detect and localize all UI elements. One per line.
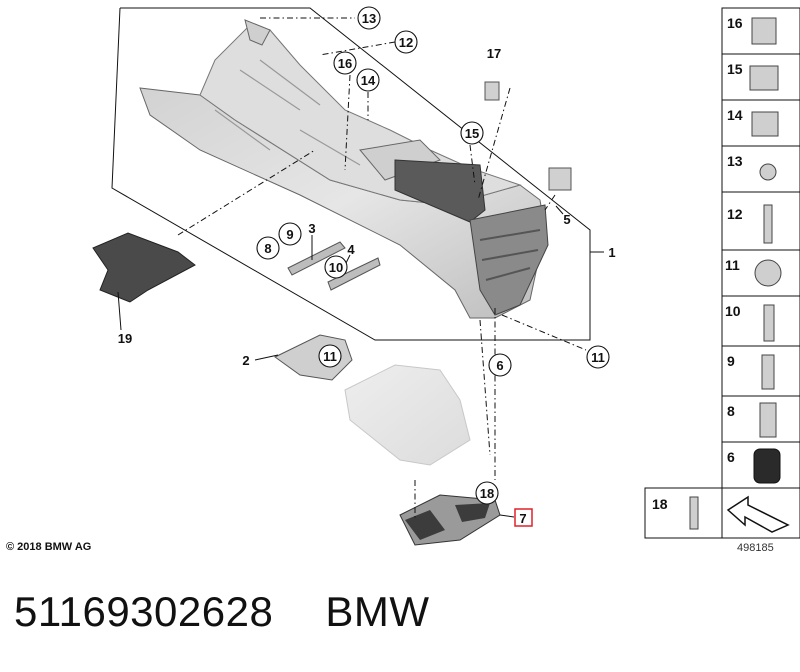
legend-item-13: 13 <box>721 145 800 193</box>
callout-10: 10 <box>324 255 348 279</box>
callout-16: 16 <box>333 51 357 75</box>
brackets-3-4-illustration <box>287 241 381 291</box>
svg-text:12: 12 <box>727 206 743 222</box>
clip-nut-icon <box>751 17 777 45</box>
footer-caption: 51169302628 BMW <box>14 588 429 636</box>
part-17-clip-illustration <box>484 81 500 101</box>
svg-text:14: 14 <box>727 107 743 123</box>
svg-text:6: 6 <box>727 449 735 465</box>
legend-item-9: 9 <box>721 345 800 397</box>
callout-12: 12 <box>394 30 418 54</box>
screw-icon <box>689 496 699 530</box>
callout-9: 9 <box>278 222 302 246</box>
legend-item-6: 6 <box>721 441 800 489</box>
svg-text:1: 1 <box>608 245 615 260</box>
assembly-frame <box>111 7 591 341</box>
svg-text:4: 4 <box>347 242 355 257</box>
svg-text:10: 10 <box>329 260 343 275</box>
svg-text:15: 15 <box>727 61 743 77</box>
legend-item-8: 8 <box>721 395 800 443</box>
legend-item-11: 11 <box>721 249 800 297</box>
legend-item-14: 14 <box>721 99 800 147</box>
screw-icon <box>759 163 777 181</box>
svg-text:11: 11 <box>725 257 740 273</box>
part-7-bracket-illustration <box>399 494 501 546</box>
legend-item-10: 10 <box>721 295 800 347</box>
callout-7-highlighted: 7 <box>514 508 533 527</box>
callout-17: 17 <box>487 46 501 61</box>
callout-5: 5 <box>563 212 570 227</box>
svg-text:16: 16 <box>727 15 743 31</box>
screw-icon <box>763 204 773 244</box>
callout-19: 19 <box>118 331 132 346</box>
svg-text:2: 2 <box>242 353 249 368</box>
hex-nut-icon <box>754 259 782 287</box>
callout-6: 6 <box>488 353 512 377</box>
direction-arrow-icon <box>726 495 790 533</box>
svg-text:13: 13 <box>362 11 376 26</box>
svg-text:18: 18 <box>480 486 494 501</box>
callout-11-upper: 11 <box>586 345 610 369</box>
leader-lines <box>117 17 604 520</box>
svg-text:19: 19 <box>118 331 132 346</box>
svg-text:14: 14 <box>361 73 376 88</box>
copyright-notice: © 2018 BMW AG <box>6 541 92 553</box>
callout-1: 1 <box>608 245 615 260</box>
rubber-bushing-icon <box>753 448 781 484</box>
svg-text:3: 3 <box>308 221 315 236</box>
legend-item-16: 16 <box>721 7 800 55</box>
bolt-icon <box>759 402 777 438</box>
svg-text:8: 8 <box>727 403 735 419</box>
svg-text:12: 12 <box>399 35 413 50</box>
legend-item-15: 15 <box>721 53 800 101</box>
part-number: 51169302628 <box>14 588 274 635</box>
callout-8: 8 <box>256 236 280 260</box>
svg-text:11: 11 <box>323 349 337 364</box>
screw-icon <box>763 304 775 342</box>
svg-text:18: 18 <box>652 496 668 512</box>
svg-text:6: 6 <box>496 358 503 373</box>
callout-13: 13 <box>357 6 381 30</box>
part-5-clip-illustration <box>548 167 572 191</box>
svg-text:10: 10 <box>725 303 741 319</box>
svg-text:9: 9 <box>286 227 293 242</box>
spring-clip-icon <box>751 111 779 137</box>
svg-text:5: 5 <box>563 212 570 227</box>
center-console-illustration <box>139 19 549 319</box>
callout-11-lower: 11 <box>318 344 342 368</box>
callout-4: 4 <box>347 242 355 257</box>
svg-text:11: 11 <box>591 350 605 365</box>
clip-nut-icon <box>749 65 779 91</box>
legend-direction-cell <box>721 487 800 539</box>
brand-name: BMW <box>325 588 430 635</box>
part-19-mat-illustration <box>92 232 196 303</box>
svg-text:8: 8 <box>264 241 271 256</box>
svg-text:13: 13 <box>727 153 743 169</box>
callout-3: 3 <box>308 221 315 236</box>
svg-text:15: 15 <box>465 126 479 141</box>
legend-item-18: 18 <box>644 487 723 539</box>
screw-icon <box>761 354 775 390</box>
parts-legend: 16 15 14 13 12 11 10 <box>644 7 800 539</box>
svg-text:16: 16 <box>338 56 352 71</box>
air-duct-ghost-illustration <box>344 364 471 466</box>
callout-15: 15 <box>460 121 484 145</box>
legend-item-12: 12 <box>721 191 800 251</box>
callout-2: 2 <box>242 353 249 368</box>
svg-text:7: 7 <box>519 511 526 526</box>
svg-text:17: 17 <box>487 46 501 61</box>
callout-14: 14 <box>356 68 380 92</box>
svg-text:9: 9 <box>727 353 735 369</box>
diagram-reference-number: 498185 <box>737 542 774 554</box>
callout-18: 18 <box>475 481 499 505</box>
